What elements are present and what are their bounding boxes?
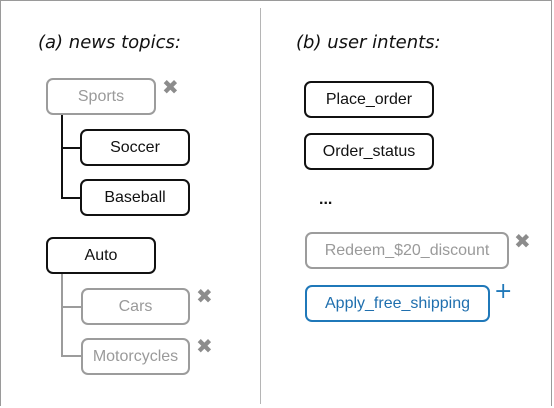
- cars-connector: [61, 306, 81, 308]
- node-cars: Cars: [81, 288, 190, 325]
- node-redeem-discount: Redeem_$20_discount: [305, 232, 509, 269]
- node-motorcycles: Motorcycles: [81, 338, 190, 375]
- news-topics-heading: (a) news topics:: [38, 32, 181, 53]
- node-sports: Sports: [46, 78, 156, 115]
- node-soccer: Soccer: [80, 129, 190, 166]
- motorcycles-connector: [61, 355, 81, 357]
- panel-divider: [260, 8, 261, 404]
- node-auto: Auto: [46, 237, 156, 274]
- soccer-connector: [61, 147, 80, 149]
- remove-icon: ✖: [162, 75, 179, 99]
- remove-icon: ✖: [514, 229, 531, 253]
- baseball-connector: [61, 197, 80, 199]
- node-order-status: Order_status: [304, 133, 434, 170]
- user-intents-heading: (b) user intents:: [296, 32, 441, 53]
- node-apply-free-shipping: Apply_free_shipping: [305, 285, 490, 322]
- sports-tree-trunk: [61, 115, 63, 199]
- ellipsis: ...: [319, 191, 333, 208]
- auto-tree-trunk: [61, 274, 63, 357]
- node-baseball: Baseball: [80, 179, 190, 216]
- remove-icon: ✖: [196, 284, 213, 308]
- add-icon: +: [494, 279, 513, 304]
- remove-icon: ✖: [196, 334, 213, 358]
- node-place-order: Place_order: [304, 81, 434, 118]
